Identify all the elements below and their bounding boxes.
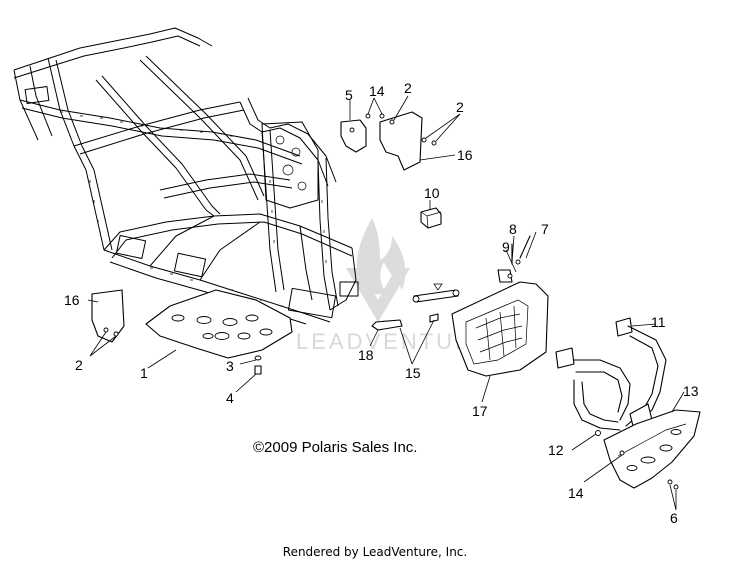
callout-15: 15 bbox=[405, 365, 421, 381]
callout-16: 16 bbox=[457, 147, 473, 163]
callout-8: 8 bbox=[509, 221, 517, 237]
part-1-skid-plate bbox=[145, 289, 293, 359]
part-17-grille bbox=[451, 235, 549, 377]
callout-18: 18 bbox=[358, 347, 374, 363]
callout-14: 14 bbox=[369, 83, 385, 99]
callout-labels: 5 14 2 2 16 10 8 7 9 16 2 1 3 4 18 15 17… bbox=[64, 80, 699, 526]
part-16-plate-lower bbox=[91, 289, 125, 343]
part-11-bumper bbox=[555, 317, 667, 431]
callout-2: 2 bbox=[404, 80, 412, 96]
callout-7: 7 bbox=[541, 221, 549, 237]
part-16-panel-upper bbox=[379, 111, 423, 171]
callout-10: 10 bbox=[424, 185, 440, 201]
leader-lines bbox=[87, 95, 685, 511]
callout-3: 3 bbox=[226, 358, 234, 374]
callout-17: 17 bbox=[472, 403, 488, 419]
callout-2: 2 bbox=[456, 99, 464, 115]
callout-11: 11 bbox=[651, 314, 666, 330]
callout-1: 1 bbox=[140, 365, 148, 381]
main-frame bbox=[13, 27, 359, 325]
callout-2: 2 bbox=[75, 357, 83, 373]
part-18-15-hardware bbox=[371, 283, 460, 331]
part-10-block bbox=[420, 207, 442, 229]
callout-16: 16 bbox=[64, 292, 80, 308]
callout-6: 6 bbox=[670, 510, 678, 526]
part-13-skid-guard bbox=[603, 409, 701, 489]
part-3-4-fastener bbox=[254, 355, 262, 375]
rendered-by-footer: Rendered by LeadVenture, Inc. bbox=[282, 545, 468, 559]
callout-14: 14 bbox=[568, 485, 584, 501]
callout-13: 13 bbox=[683, 383, 699, 399]
part-5-bracket bbox=[340, 119, 367, 153]
callout-4: 4 bbox=[226, 390, 234, 406]
callout-9: 9 bbox=[502, 239, 510, 255]
callout-12: 12 bbox=[548, 442, 564, 458]
callout-5: 5 bbox=[345, 87, 353, 103]
copyright-notice: ©2009 Polaris Sales Inc. bbox=[253, 439, 418, 456]
